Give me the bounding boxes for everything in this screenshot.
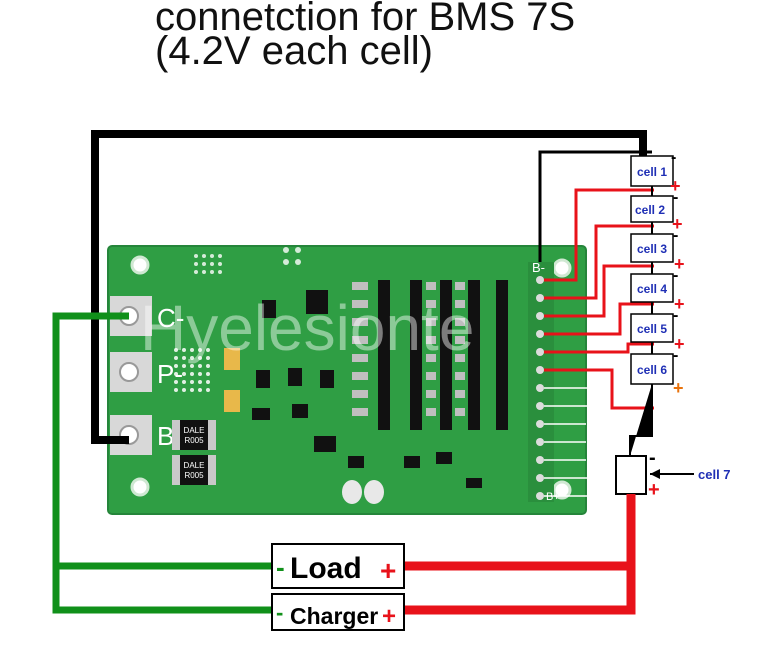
cell-3-plus: + [674,254,685,274]
shunt-resistor-2-label-b: R005 [184,471,204,480]
mount-hole-top-left [130,255,150,275]
cell-3-box [630,233,674,263]
shunt-resistor-1-label-a: DALE [184,426,205,435]
balance-header [528,262,554,502]
cell-6-minus: - [673,347,678,364]
cell-6-box [630,353,674,385]
cell-2-label: cell 2 [635,203,665,217]
cell-3-minus: - [673,227,678,244]
title-line-1: connetction for BMS 7S [155,0,576,39]
cell-4-minus: - [673,267,678,284]
cell-5-label: cell 5 [637,322,667,336]
pad-c-minus-label: C- [157,303,184,333]
mosfet-array [378,280,508,430]
pad-p-minus-hole [119,362,139,382]
wire-charger-negative [52,312,272,614]
bms-board [108,246,586,514]
cell-2-box [630,195,674,223]
title-line-2: (4.2V each cell) [155,29,433,73]
shunt-resistor-1-label-b: R005 [184,436,204,445]
cell-4-label: cell 4 [637,282,667,296]
load-box [271,543,405,589]
capacitor [224,348,240,370]
cell-7-arrowhead-icon [650,469,660,479]
via-grid-left [174,348,210,392]
wire-header-b-minus [538,150,652,262]
cell-5-minus: - [673,307,678,324]
diagram-title: connetction for BMS 7S (4.2V each cell) [155,0,576,73]
cell-6-plus: + [673,378,684,398]
cell-1-box [630,155,674,187]
cell-1-minus: - [671,149,676,166]
crystal [342,480,384,504]
cell-1-plus: + [670,176,681,196]
charger-minus: - [276,600,283,625]
bms-board-edge [107,245,587,515]
charger-box [271,593,405,631]
watermark: Hyelesionte [140,292,474,364]
cell-7-minus: - [649,447,656,469]
pad-p-minus-label: P- [157,359,183,389]
cell-2-minus: - [673,189,678,206]
header-b-plus-label: B+ [546,491,560,503]
via-grid-top [194,247,301,274]
cell-2-plus: + [672,214,683,234]
mount-hole-bottom-left [130,477,150,497]
charger-plus: + [382,603,396,630]
small-ics [252,290,482,488]
load-minus: - [276,552,285,582]
capacitor [224,390,240,412]
header-b-minus-label: B- [532,260,545,275]
cell-7-plus: + [648,479,660,501]
cell-3-label: cell 3 [637,242,667,256]
charger-label: Charger [290,603,378,629]
wire-battery-negative [91,130,647,444]
cell-7-box [615,455,647,495]
balance-leads [544,387,599,497]
cell-series-links [629,186,653,456]
cell-5-plus: + [674,334,685,354]
cell-4-box [630,273,674,303]
load-label: Load [290,552,362,585]
cell-1-label: cell 1 [637,165,667,179]
cell-6-label: cell 6 [637,363,667,377]
passive-components [352,282,465,416]
mount-hole-top-right [552,258,572,278]
shunt-resistor-2-label-a: DALE [184,461,205,470]
balance-wires [544,188,654,410]
wire-charger-positive [404,494,636,615]
cell-4-plus: + [674,294,685,314]
cell-7-label: cell 7 [698,467,731,482]
cell-5-box [630,313,674,343]
load-plus: + [380,555,396,586]
